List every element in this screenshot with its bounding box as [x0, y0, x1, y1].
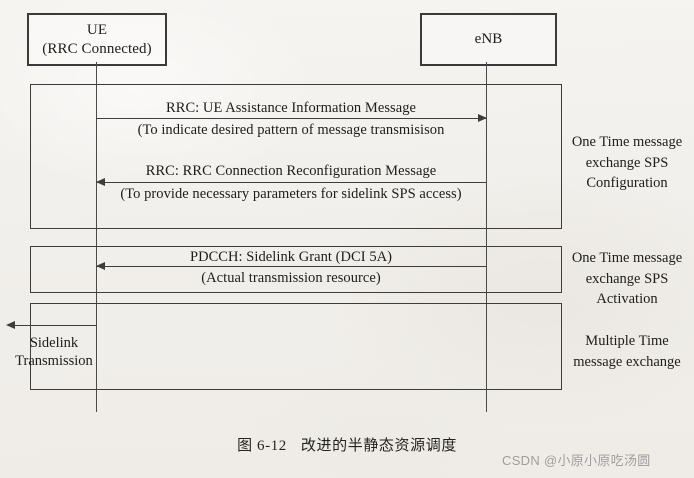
entity-box-ue: UE (RRC Connected) — [27, 13, 167, 66]
annotation-sps-configuration: One Time message exchange SPS Configurat… — [563, 132, 691, 194]
phase-box-sidelink-transmission — [30, 303, 562, 390]
annotation-3-line1: Multiple Time — [585, 333, 669, 349]
message-1-arrow-line — [96, 118, 486, 119]
entity-ue-state: (RRC Connected) — [42, 40, 152, 57]
annotation-1-line1: One Time message — [571, 134, 683, 150]
annotation-2-line3: Activation — [596, 291, 658, 308]
message-2-label: RRC: RRC Connection Reconfiguration Mess… — [145, 163, 437, 179]
phase-box-sps-activation — [30, 246, 562, 293]
annotation-1-line2: exchange SPS — [585, 154, 669, 171]
sidelink-arrow-line — [8, 325, 96, 326]
annotation-3-line2: message exchange — [573, 353, 681, 370]
entity-ue-name: UE — [86, 21, 108, 38]
sidelink-arrow-head-left-icon — [6, 320, 15, 329]
message-3-arrow-head-left-icon — [96, 261, 105, 270]
entity-enb-name: eNB — [474, 31, 503, 48]
sidelink-label-line2: Transmission — [15, 353, 93, 370]
sidelink-transmission-label: Sidelink Transmission — [6, 334, 102, 370]
annotation-multiple-time-exchange: Multiple Time message exchange — [563, 331, 691, 372]
figure-title: 改进的半静态资源调度 — [300, 438, 457, 454]
message-2-arrow-head-left-icon — [96, 177, 105, 186]
message-2-note: (To provide necessary parameters for sid… — [120, 186, 462, 202]
message-3-note: (Actual transmission resource) — [201, 270, 381, 286]
message-3-arrow-line — [96, 266, 486, 267]
csdn-watermark: CSDN @小原小原吃汤圆 — [502, 453, 651, 468]
figure-caption: 图 6-12 改进的半静态资源调度 — [0, 434, 694, 455]
sidelink-label-line1: Sidelink — [29, 335, 79, 351]
message-2-arrow-line — [96, 182, 486, 183]
entity-box-enb: eNB — [420, 13, 557, 66]
lifeline-ue — [96, 62, 97, 412]
message-1-note: (To indicate desired pattern of message … — [137, 122, 445, 138]
annotation-2-line1: One Time message — [571, 250, 683, 266]
phase-box-sps-configuration — [30, 84, 562, 229]
annotation-sps-activation: One Time message exchange SPS Activation — [563, 248, 691, 310]
message-1-label: RRC: UE Assistance Information Message — [166, 100, 416, 116]
figure-number: 图 6-12 — [237, 438, 287, 454]
message-1-arrow-head-right-icon — [478, 113, 487, 122]
annotation-2-line2: exchange SPS — [585, 270, 669, 287]
lifeline-enb — [486, 62, 487, 412]
message-3-label: PDCCH: Sidelink Grant (DCI 5A) — [189, 249, 393, 265]
annotation-1-line3: Configuration — [586, 175, 668, 192]
